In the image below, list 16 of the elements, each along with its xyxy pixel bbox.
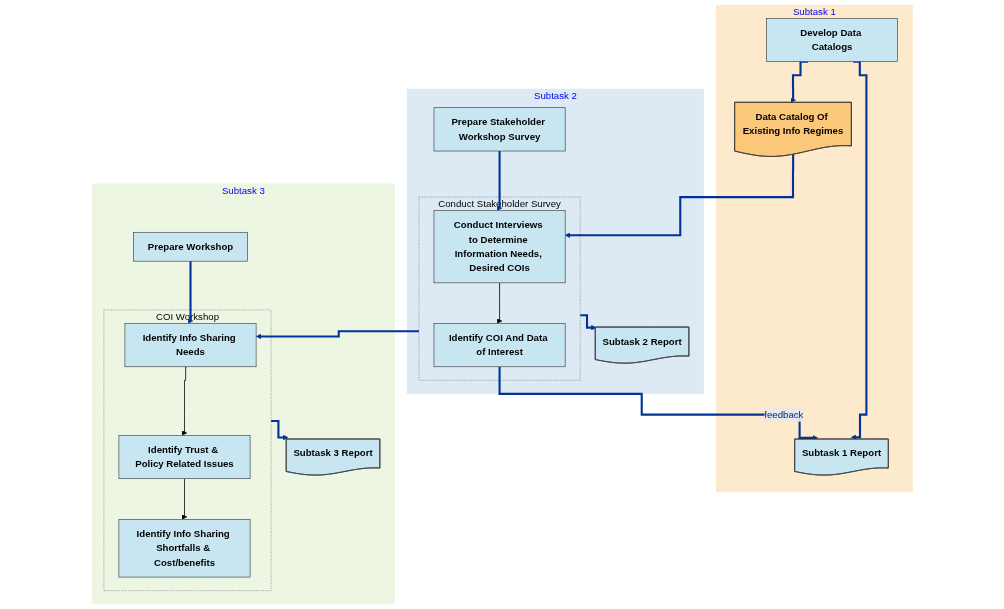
node-box: Identify Info Sharing Shortfalls & Cost/benefits	[118, 519, 251, 578]
arrow	[255, 330, 419, 340]
arrow	[579, 314, 597, 331]
arrow	[850, 60, 868, 440]
arrow	[496, 150, 502, 211]
node-box: Conduct Interviews to Determine Information Needs, Desired COIs	[433, 210, 566, 284]
arrow	[564, 153, 795, 238]
node-box: Prepare Workshop	[132, 232, 248, 262]
node-box: Identify Info Sharing Needs	[124, 323, 257, 368]
node-box: Identify COI And Data of Interest	[433, 323, 566, 368]
arrow	[187, 260, 193, 324]
node-box: Identify Trust & Policy Related Issues	[118, 435, 251, 479]
node-box: Develop Data Catalogs	[765, 18, 898, 62]
node-box: Prepare Stakeholder Workshop Survey	[433, 107, 566, 152]
edge-label: feedback	[764, 409, 804, 420]
arrow	[270, 419, 289, 441]
